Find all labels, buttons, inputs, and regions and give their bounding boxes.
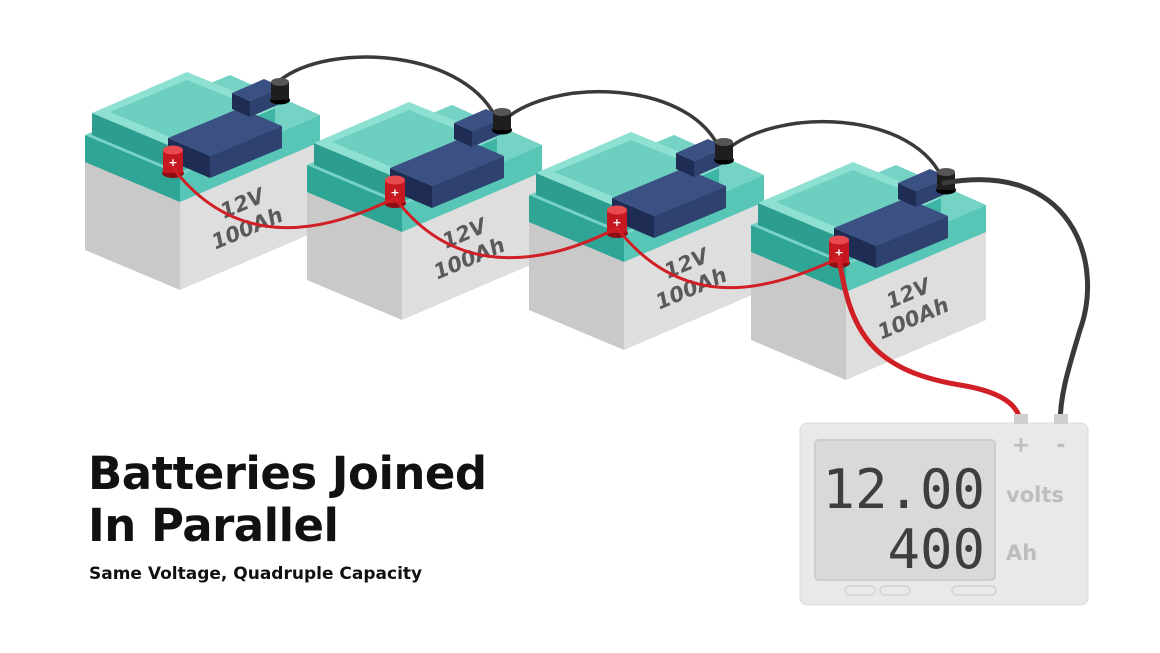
meter-capacity-unit: Ah	[1006, 541, 1037, 565]
positive-cables	[171, 166, 1024, 428]
page-title: Batteries Joined In Parallel	[88, 448, 487, 552]
page-subtitle: Same Voltage, Quadruple Capacity	[89, 564, 423, 584]
battery-1: 12V 100Ah	[85, 72, 320, 290]
meter-minus-label: -	[1056, 433, 1065, 458]
battery-meter: + - 12.00 400 volts Ah	[799, 414, 1089, 606]
meter-button-2[interactable]	[879, 585, 911, 596]
meter-voltage-readout: 12.00	[822, 458, 985, 521]
battery-2: 12V 100Ah	[307, 102, 542, 320]
title-line-2: In Parallel	[88, 499, 339, 552]
battery-4: 12V 100Ah	[751, 162, 986, 380]
meter-voltage-unit: volts	[1006, 483, 1064, 507]
battery-3: 12V 100Ah	[529, 132, 764, 350]
meter-capacity-readout: 400	[887, 518, 985, 581]
meter-button-1[interactable]	[844, 585, 876, 596]
title-line-1: Batteries Joined	[88, 447, 487, 500]
meter-plus-label: +	[1012, 433, 1030, 458]
negative-main-cable	[941, 177, 1090, 428]
meter-button-3[interactable]	[951, 585, 997, 596]
